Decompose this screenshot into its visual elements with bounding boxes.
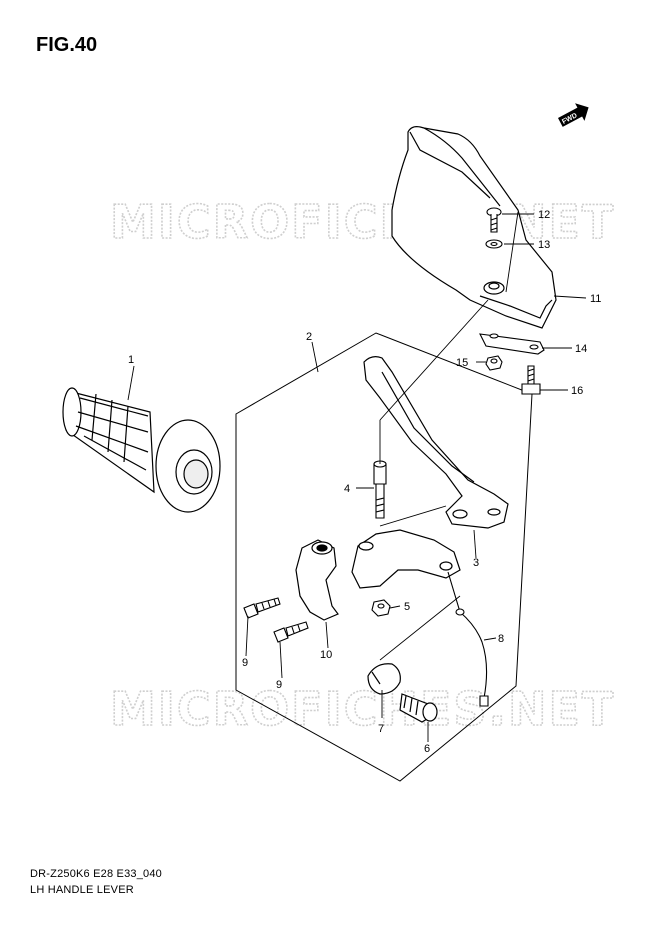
callout-2: 2 xyxy=(306,331,312,343)
callout-6: 6 xyxy=(424,743,430,755)
bracket-part-14 xyxy=(479,333,545,355)
nut-part-5 xyxy=(371,599,391,617)
bolt-part-9a xyxy=(243,597,281,619)
callout-15: 15 xyxy=(456,357,468,369)
kit-boundary xyxy=(235,332,533,782)
callout-labels: 1 2 3 4 5 6 7 8 9 9 10 11 12 13 14 15 16 xyxy=(128,209,601,755)
pivot-bolt-part-4 xyxy=(373,460,387,519)
washer-part-13 xyxy=(485,239,503,249)
callout-14: 14 xyxy=(575,343,587,355)
callout-5: 5 xyxy=(404,601,410,613)
figure-name: LH HANDLE LEVER xyxy=(30,884,134,896)
fwd-arrow-icon: FWD xyxy=(558,103,589,127)
bolt-part-9b xyxy=(273,621,309,643)
callout-9b: 9 xyxy=(276,679,282,691)
lever-part-3 xyxy=(363,356,509,529)
leader-lines xyxy=(127,211,587,742)
callout-4: 4 xyxy=(344,483,350,495)
fwd-label: FWD xyxy=(561,112,578,126)
grip-part-1 xyxy=(62,387,221,513)
watermark-top: MICROFICHES.NET xyxy=(110,195,615,249)
callout-8: 8 xyxy=(498,633,504,645)
watermark-bottom: MICROFICHES.NET xyxy=(110,682,615,736)
figure-title: FIG.40 xyxy=(36,34,98,56)
callout-11: 11 xyxy=(590,293,601,305)
callout-3: 3 xyxy=(473,557,479,569)
nut-part-15 xyxy=(485,355,503,371)
wire-part-8 xyxy=(447,571,489,707)
clamp-part-10 xyxy=(295,539,339,621)
callout-16: 16 xyxy=(571,385,583,397)
figure-code: DR-Z250K6 E28 E33_040 xyxy=(30,868,163,880)
callout-9a: 9 xyxy=(242,657,248,669)
screw-part-12 xyxy=(486,207,502,233)
callout-10: 10 xyxy=(320,649,332,661)
bolt-part-16 xyxy=(521,365,541,395)
hand-guard-part-11 xyxy=(391,126,557,329)
callout-1: 1 xyxy=(128,354,134,366)
lever-holder xyxy=(351,529,461,589)
switch-part-6 xyxy=(399,693,438,723)
callout-7: 7 xyxy=(378,723,384,735)
callout-12: 12 xyxy=(538,209,550,221)
switch-housing-part-7 xyxy=(367,663,401,695)
callout-13: 13 xyxy=(538,239,550,251)
